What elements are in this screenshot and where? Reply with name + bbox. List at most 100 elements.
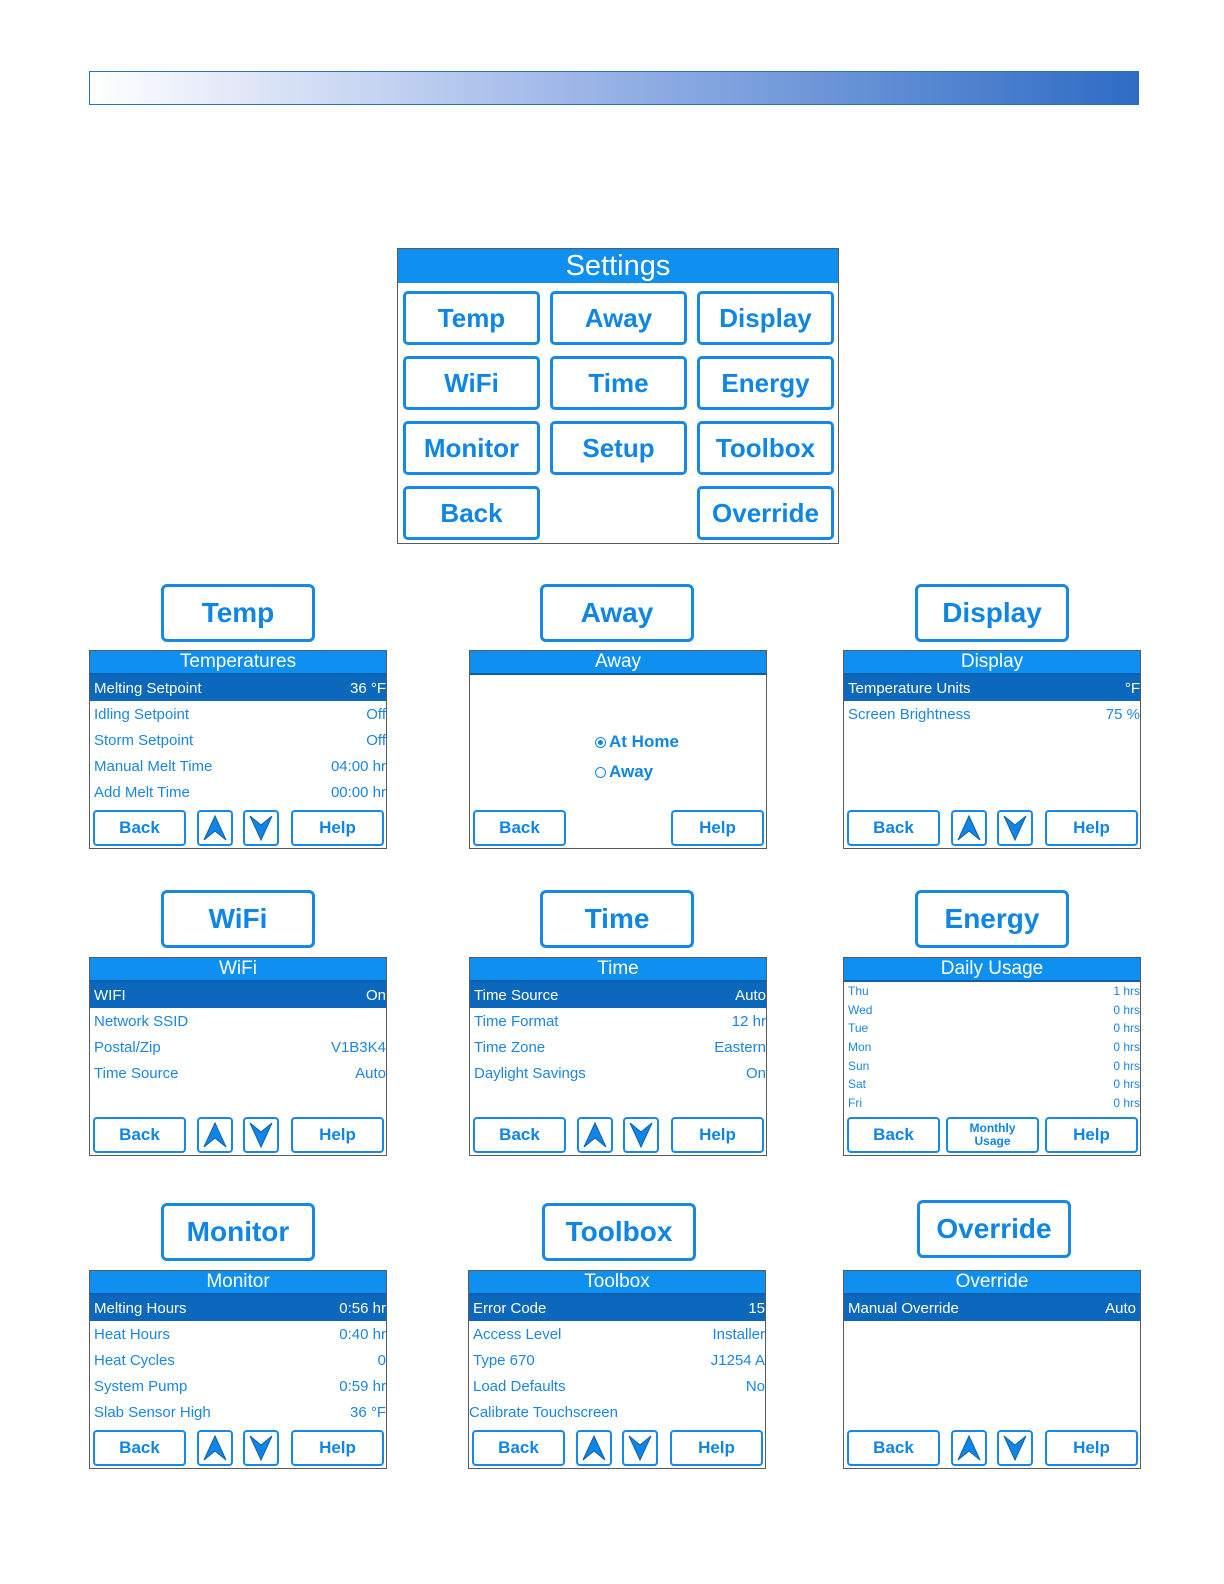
up-arrow-icon — [957, 815, 981, 841]
settings-time-button[interactable]: Time — [550, 356, 687, 410]
down-arrow-button[interactable] — [243, 1117, 279, 1153]
monthly-usage-button[interactable]: Monthly Usage — [946, 1117, 1039, 1153]
settings-toolbox-button[interactable]: Toolbox — [697, 421, 834, 475]
settings-override-button[interactable]: Override — [697, 486, 834, 540]
toolbox-label-button[interactable]: Toolbox — [542, 1203, 696, 1261]
back-button[interactable]: Back — [473, 1117, 566, 1153]
button-bar: Back Help — [90, 809, 386, 847]
screen-title: Display — [844, 651, 1140, 675]
button-bar: Back Help — [470, 1116, 766, 1154]
help-button[interactable]: Help — [1045, 1430, 1138, 1466]
temp-label-button[interactable]: Temp — [161, 584, 315, 642]
back-button[interactable]: Back — [473, 810, 566, 846]
settings-setup-button[interactable]: Setup — [550, 421, 687, 475]
help-button[interactable]: Help — [671, 1117, 764, 1153]
away-screen: Away At Home Away Back Help — [469, 650, 767, 849]
settings-monitor-button[interactable]: Monitor — [403, 421, 540, 475]
settings-back-button[interactable]: Back — [403, 486, 540, 540]
setting-row[interactable]: Calibrate Touchscreen — [469, 1403, 618, 1421]
help-button[interactable]: Help — [1045, 1117, 1138, 1153]
energy-label-button[interactable]: Energy — [915, 890, 1069, 948]
radio-selected-icon — [595, 736, 606, 748]
screen-title: Away — [470, 651, 766, 675]
settings-energy-button[interactable]: Energy — [697, 356, 834, 410]
wifi-label-button[interactable]: WiFi — [161, 890, 315, 948]
screen-title: Toolbox — [469, 1271, 765, 1295]
down-arrow-button[interactable] — [243, 810, 279, 846]
settings-display-button[interactable]: Display — [697, 291, 834, 345]
help-button[interactable]: Help — [291, 1430, 384, 1466]
up-arrow-icon — [583, 1122, 607, 1148]
settings-wifi-button[interactable]: WiFi — [403, 356, 540, 410]
back-button[interactable]: Back — [472, 1430, 565, 1466]
settings-temp-button[interactable]: Temp — [403, 291, 540, 345]
down-arrow-button[interactable] — [622, 1430, 658, 1466]
away-label-button[interactable]: Away — [540, 584, 694, 642]
display-label-button[interactable]: Display — [915, 584, 1069, 642]
override-label-button[interactable]: Override — [917, 1200, 1071, 1258]
button-bar: Back Help — [90, 1429, 386, 1467]
button-bar: Back Help — [844, 809, 1140, 847]
back-button[interactable]: Back — [93, 1117, 186, 1153]
at-home-radio[interactable]: At Home — [595, 732, 679, 752]
help-button[interactable]: Help — [1045, 810, 1138, 846]
settings-screen: Settings Temp Away Display WiFi Time Ene… — [397, 248, 839, 544]
up-arrow-button[interactable] — [576, 1430, 612, 1466]
up-arrow-button[interactable] — [197, 810, 233, 846]
down-arrow-button[interactable] — [997, 1430, 1033, 1466]
down-arrow-button[interactable] — [623, 1117, 659, 1153]
settings-away-button[interactable]: Away — [550, 291, 687, 345]
up-arrow-button[interactable] — [197, 1117, 233, 1153]
help-button[interactable]: Help — [671, 810, 764, 846]
help-button[interactable]: Help — [670, 1430, 763, 1466]
time-label-button[interactable]: Time — [540, 890, 694, 948]
down-arrow-icon — [249, 1435, 273, 1461]
down-arrow-button[interactable] — [997, 810, 1033, 846]
setting-row[interactable]: Temperature Units°F — [844, 675, 1140, 701]
help-button[interactable]: Help — [291, 810, 384, 846]
back-button[interactable]: Back — [93, 810, 186, 846]
monitor-label-button[interactable]: Monitor — [161, 1203, 315, 1261]
back-button[interactable]: Back — [847, 810, 940, 846]
screen-title: WiFi — [90, 958, 386, 982]
down-arrow-button[interactable] — [243, 1430, 279, 1466]
up-arrow-button[interactable] — [577, 1117, 613, 1153]
help-button[interactable]: Help — [291, 1117, 384, 1153]
up-arrow-button[interactable] — [951, 1430, 987, 1466]
back-button[interactable]: Back — [847, 1430, 940, 1466]
up-arrow-button[interactable] — [197, 1430, 233, 1466]
back-button[interactable]: Back — [93, 1430, 186, 1466]
up-arrow-button[interactable] — [951, 810, 987, 846]
away-radio[interactable]: Away — [595, 762, 653, 782]
setting-row[interactable]: Network SSID — [94, 1012, 189, 1030]
button-bar: Back Help — [470, 809, 766, 847]
back-button[interactable]: Back — [847, 1117, 940, 1153]
